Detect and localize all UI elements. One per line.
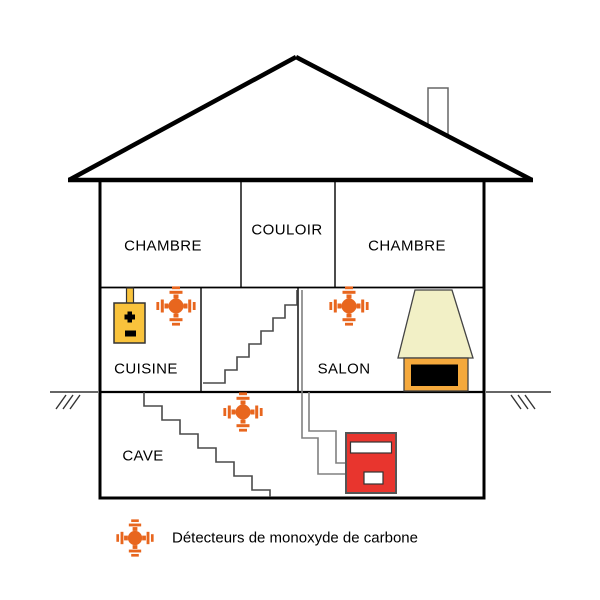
house-outer-walls (98, 178, 486, 500)
water-heater (113, 287, 146, 344)
pipe-right (308, 392, 347, 464)
room-label-cuisine: CUISINE (114, 360, 178, 378)
water-heater-pipe (125, 287, 135, 305)
legend-label: Détecteurs de monoxyde de carbone (172, 529, 418, 547)
fireplace-opening (411, 364, 458, 386)
stairs-basement (143, 392, 271, 497)
boiler-slot (349, 441, 393, 454)
pipe-left (301, 290, 347, 475)
boiler-pipes (301, 290, 347, 475)
roof (67, 55, 534, 183)
water-heater-controls (124, 311, 136, 337)
room-label-chambre-right: CHAMBRE (368, 237, 446, 255)
minus-mark (125, 330, 136, 337)
room-label-couloir: COULOIR (251, 221, 323, 239)
stairs-ground-floor (203, 290, 298, 384)
chimney (427, 87, 449, 136)
ground-hatch-right (510, 394, 536, 410)
room-label-cave: CAVE (122, 447, 164, 465)
boiler (345, 432, 397, 494)
water-heater-body (113, 302, 146, 344)
fireplace (397, 289, 474, 392)
room-label-chambre-left: CHAMBRE (124, 237, 202, 255)
detector-icon-cuisine (156, 286, 196, 326)
roof-right-slope (294, 55, 534, 182)
detector-icon-cave (223, 392, 263, 432)
ground-line (50, 391, 551, 410)
legend-detector-icon (116, 519, 154, 557)
interior-structure (100, 182, 484, 394)
room-label-salon: SALON (317, 360, 371, 378)
boiler-door (363, 471, 384, 485)
roof-left-slope (67, 55, 298, 182)
ground-hatch-left (55, 394, 81, 410)
plus-mark-horizontal (124, 314, 135, 320)
fireplace-hood (397, 289, 474, 359)
detector-icon-salon (329, 286, 369, 326)
